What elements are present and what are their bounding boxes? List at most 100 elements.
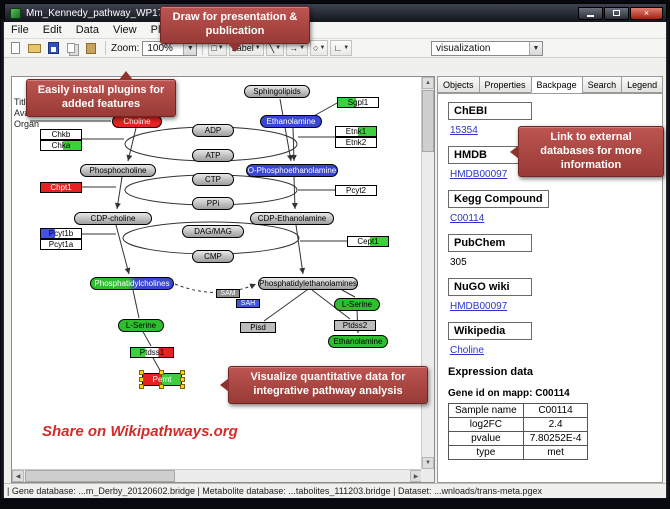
pathway-node-pcyt1a[interactable]: Pcyt1a [40, 239, 82, 250]
scroll-right-icon[interactable]: ▶ [410, 470, 422, 482]
selection-handle[interactable] [159, 370, 164, 375]
tab-legend[interactable]: Legend [621, 76, 664, 93]
shape-tool[interactable]: ○▼ [310, 40, 329, 56]
selection-handle[interactable] [139, 370, 144, 375]
menu-bar: FileEditDataViewPluginsHelp [4, 22, 666, 39]
horizontal-scrollbar[interactable]: ◀ ▶ [12, 469, 422, 482]
selection-handle[interactable] [180, 376, 185, 382]
pathway-node-cdp-ethanolamine[interactable]: CDP-Ethanolamine [250, 212, 334, 225]
tab-backpage[interactable]: Backpage [530, 76, 582, 93]
pathway-node-phosphocholine[interactable]: Phosphocholine [80, 164, 156, 177]
vertical-scroll-thumb[interactable] [422, 90, 434, 152]
pathway-node-chka[interactable]: Chka [40, 140, 82, 151]
pathway-node-ethanolamine[interactable]: Ethanolamine [260, 115, 322, 128]
pathway-node-etnk1[interactable]: Etnk1 [335, 126, 377, 137]
open-folder-icon[interactable] [27, 41, 43, 56]
table-cell: C00114 [522, 403, 589, 418]
pathway-node-ptdss2[interactable]: Ptdss2 [334, 320, 376, 331]
maximize-button[interactable] [604, 6, 629, 20]
pathway-node-ptdss1[interactable]: Ptdss1 [130, 347, 174, 358]
vertical-scrollbar[interactable]: ▲ ▼ [421, 77, 434, 469]
selection-handle[interactable] [180, 370, 185, 375]
title-bar[interactable]: Mm_Kennedy_pathway_WP1771_45176.gpml × [4, 3, 667, 22]
pathway-node-o-phosphoethanolamine[interactable]: O-Phosphoethanolamine [246, 164, 338, 177]
pathway-node-cdp-choline[interactable]: CDP-choline [74, 212, 152, 225]
pathway-node-choline[interactable]: Choline [112, 115, 162, 128]
chevron-down-icon[interactable]: ▼ [529, 42, 542, 55]
pathway-node-dag-mag[interactable]: DAG/MAG [182, 225, 244, 238]
pathway-node-atp[interactable]: ATP [192, 149, 234, 162]
horizontal-scroll-thumb[interactable] [25, 470, 175, 482]
backpage-link[interactable]: C00114 [450, 213, 485, 224]
pathway-node-sgpl1[interactable]: Sgpl1 [337, 97, 379, 108]
close-button[interactable]: × [630, 6, 663, 20]
pathway-node-l-serine[interactable]: L-Serine [118, 319, 164, 332]
scroll-up-icon[interactable]: ▲ [422, 77, 434, 89]
menu-file[interactable]: File [11, 24, 29, 36]
pathway-node-pisd[interactable]: Pisd [240, 322, 276, 333]
pathway-node-pcyt2[interactable]: Pcyt2 [335, 185, 377, 196]
backpage-link[interactable]: 15354 [450, 125, 478, 136]
paste-icon[interactable] [84, 41, 100, 56]
pathway-node-sphingolipids[interactable]: Sphingolipids [244, 85, 310, 98]
pathway-node-cept1[interactable]: Cept1 [347, 236, 389, 247]
datanode-tool[interactable]: □▼ [208, 40, 227, 56]
backpage-value: 305 [450, 257, 467, 268]
selection-handle[interactable] [139, 376, 144, 382]
toolbar: Zoom: 100% ▼ □▼Label▼╲▼→▼○▼∟▼ visualizat… [4, 39, 666, 58]
scroll-left-icon[interactable]: ◀ [12, 470, 24, 482]
pathway-node-sam[interactable]: SAM [216, 289, 240, 298]
backpage-link[interactable]: HMDB00097 [450, 301, 508, 312]
form-label: Organ [14, 119, 40, 129]
app-icon [10, 7, 21, 19]
pathway-node-phosphatidylcholines[interactable]: Phosphatidylcholines [90, 277, 174, 290]
pathway-node-l-serine[interactable]: L-Serine [334, 298, 380, 311]
pathway-node-phosphatidylethanolamines[interactable]: Phosphatidylethanolamines [258, 277, 358, 290]
callout-plugins: Easily install plugins for added feature… [26, 71, 176, 117]
menu-data[interactable]: Data [75, 24, 99, 36]
pathway-node-ppi[interactable]: PPi [192, 197, 234, 210]
pathway-node-etnk2[interactable]: Etnk2 [335, 137, 377, 148]
close-icon: × [643, 7, 650, 18]
selection-handle[interactable] [159, 384, 164, 389]
pathway-node-ctp[interactable]: CTP [192, 173, 234, 186]
pathway-node-pcyt1b[interactable]: Pcyt1b [40, 228, 82, 239]
backpage-link[interactable]: Choline [450, 345, 484, 356]
pathway-node-ethanolamine[interactable]: Ethanolamine [328, 335, 388, 348]
pathway-node-cmp[interactable]: CMP [192, 250, 234, 263]
pathway-node-chkb[interactable]: Chkb [40, 129, 82, 140]
backpage-link[interactable]: HMDB00097 [450, 169, 508, 180]
callout-external-links: Link to external databases for more info… [510, 126, 664, 178]
connector-tool[interactable]: ∟▼ [330, 40, 353, 56]
toolbar-tools: □▼Label▼╲▼→▼○▼∟▼ [208, 40, 353, 56]
backpage-section-header: Kegg Compound [448, 190, 549, 208]
status-text: | Gene database: ...m_Derby_20120602.bri… [7, 486, 543, 496]
save-icon[interactable] [46, 41, 62, 56]
scroll-down-icon[interactable]: ▼ [422, 457, 434, 469]
selection-handle[interactable] [139, 384, 144, 389]
visualization-select[interactable]: visualization ▼ [431, 41, 543, 56]
tab-search[interactable]: Search [581, 76, 622, 93]
selection-handle[interactable] [180, 384, 185, 389]
pathway-node-sah[interactable]: SAH [236, 299, 260, 308]
pathway-node-chpt1[interactable]: Chpt1 [40, 182, 82, 193]
backpage-section-header: Wikipedia [448, 322, 532, 340]
minimize-button[interactable] [578, 6, 603, 20]
tab-properties[interactable]: Properties [478, 76, 531, 93]
table-cell: 7.80252E-4 [522, 431, 589, 446]
chevron-down-icon[interactable]: ▼ [183, 41, 197, 55]
menu-view[interactable]: View [112, 24, 137, 36]
visualization-value: visualization [436, 43, 491, 54]
copy-icon[interactable] [65, 41, 81, 56]
new-file-icon[interactable] [8, 41, 24, 56]
tab-objects[interactable]: Objects [437, 76, 479, 93]
menu-edit[interactable]: Edit [42, 24, 62, 36]
table-cell: log2FC [448, 417, 524, 432]
pathway-node-adp[interactable]: ADP [192, 124, 234, 137]
pathway-node-pemt[interactable]: Pemt [139, 370, 185, 389]
